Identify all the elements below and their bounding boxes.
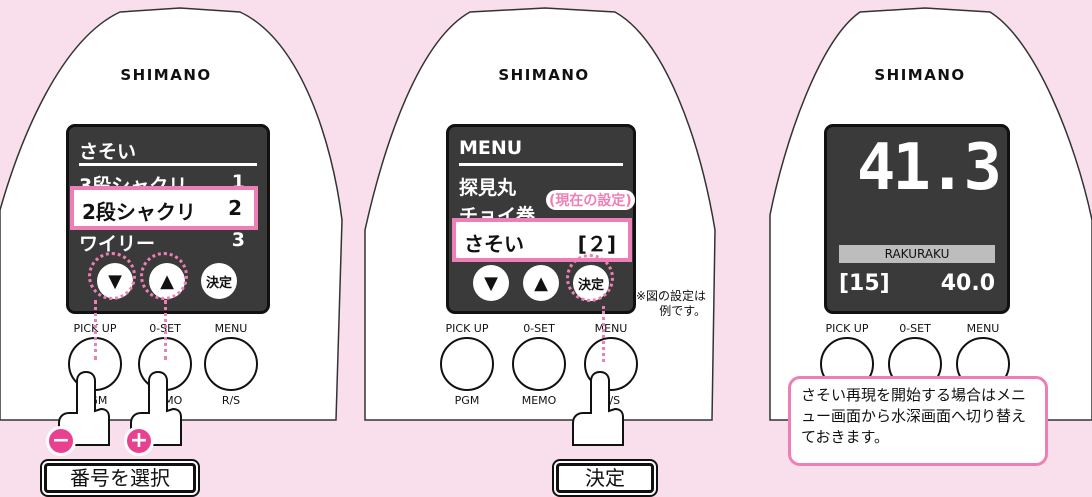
count-readout: [15]: [839, 271, 890, 296]
lcd-screen-3: 41.3 RAKURAKU [15] 40.0: [824, 124, 1010, 314]
oset-button[interactable]: [512, 337, 566, 391]
title-rule: [459, 163, 623, 166]
up-arrow-button[interactable]: ▲: [523, 265, 559, 301]
memo-label: MEMO: [521, 394, 557, 407]
mode-bar: RAKURAKU: [839, 245, 995, 263]
depth-readout: 41.3: [856, 131, 1002, 205]
guide-line: [164, 300, 167, 360]
list-item-label: ワイリー: [79, 233, 156, 255]
guide-line: [94, 300, 97, 360]
menu-label: MENU: [594, 322, 628, 335]
selected-item-value: [２]: [577, 232, 616, 256]
down-highlight-ring: [88, 252, 136, 300]
caption-select-number: 番号を選択: [42, 461, 198, 495]
caption-confirm: 決定: [554, 461, 656, 495]
brand-logo: SHIMANO: [120, 66, 212, 84]
info-callout: さそい再現を開始する場合はメニュー画面から水深画面へ切り替えておきます。: [788, 376, 1048, 466]
screen-title: さそい: [79, 141, 137, 163]
plus-icon: +: [124, 426, 154, 456]
speed-readout: 40.0: [940, 271, 995, 296]
pgm-label: PGM: [454, 394, 480, 407]
oset-label: 0-SET: [523, 322, 555, 335]
selected-item-label: 2段シャクリ: [82, 200, 196, 224]
menu-button[interactable]: [584, 337, 638, 391]
selected-list-item: 2段シャクリ 2: [70, 186, 258, 230]
selected-list-item: さそい [２]: [452, 218, 632, 262]
down-arrow-button[interactable]: ▼: [473, 265, 509, 301]
menu-label: MENU: [214, 322, 248, 335]
minus-icon: −: [46, 426, 76, 456]
pickup-button[interactable]: [440, 337, 494, 391]
confirm-highlight-ring: [566, 254, 614, 302]
selected-item-label: さそい: [464, 232, 524, 256]
pickup-label: PICK UP: [825, 322, 869, 335]
list-item: 探見丸: [459, 177, 517, 199]
selected-item-value: 2: [228, 196, 242, 220]
list-item: ワイリー 3: [79, 229, 257, 256]
example-note: ※図の設定は例です。: [635, 289, 706, 318]
guide-line: [602, 306, 605, 362]
up-highlight-ring: [140, 252, 188, 300]
screen-title: MENU: [459, 137, 523, 159]
pickup-label: PICK UP: [445, 322, 489, 335]
oset-label: 0-SET: [899, 322, 931, 335]
confirm-button[interactable]: 決定: [201, 263, 237, 299]
list-item-value: 3: [231, 229, 245, 251]
brand-logo: SHIMANO: [498, 66, 590, 84]
title-rule: [79, 163, 257, 166]
pointing-hand-icon: [572, 370, 624, 446]
menu-label: MENU: [966, 322, 1000, 335]
current-setting-tag: (現在の設定): [546, 190, 635, 210]
rs-label: R/S: [221, 394, 241, 407]
menu-button[interactable]: [204, 337, 258, 391]
brand-logo: SHIMANO: [874, 66, 966, 84]
